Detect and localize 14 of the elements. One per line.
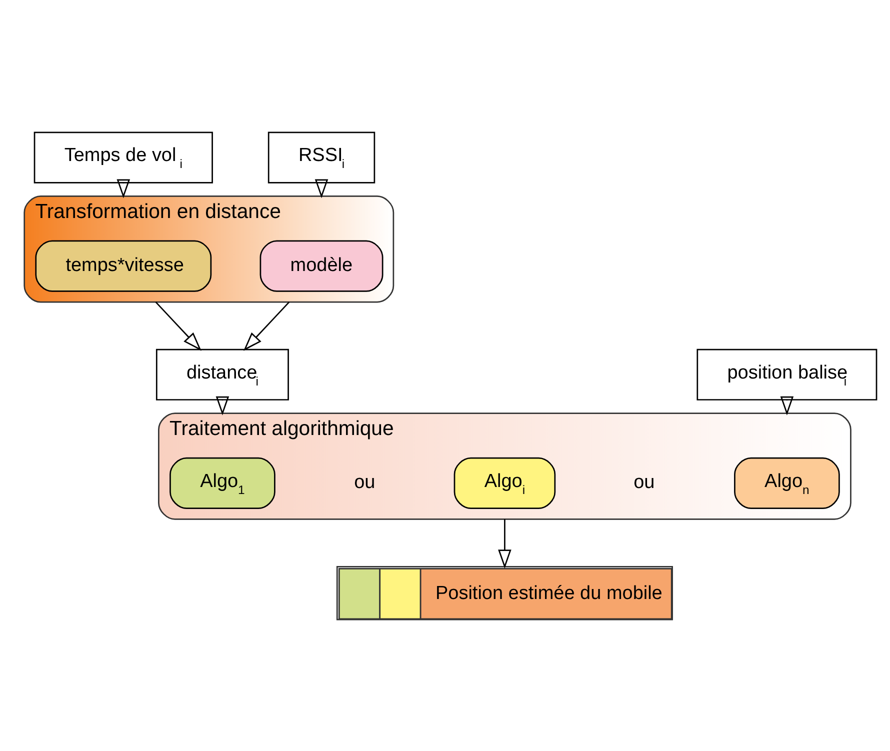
arrow: [216, 396, 230, 415]
node-box: modèle: [260, 240, 384, 292]
label: ou: [634, 472, 655, 493]
label: ou: [354, 472, 376, 493]
node-box: Algo$_{1}$: [170, 456, 276, 508]
arrow: [116, 178, 130, 198]
arrow: [314, 178, 328, 198]
node-box: Algo$_{n}$: [734, 456, 840, 508]
node-box: Algo$_{i}$: [454, 456, 556, 508]
arrow: [780, 396, 794, 415]
arrow: [243, 301, 290, 350]
arrow: [498, 518, 512, 568]
node-box: temps*vitesse: [35, 240, 212, 292]
arrow: [155, 301, 202, 350]
